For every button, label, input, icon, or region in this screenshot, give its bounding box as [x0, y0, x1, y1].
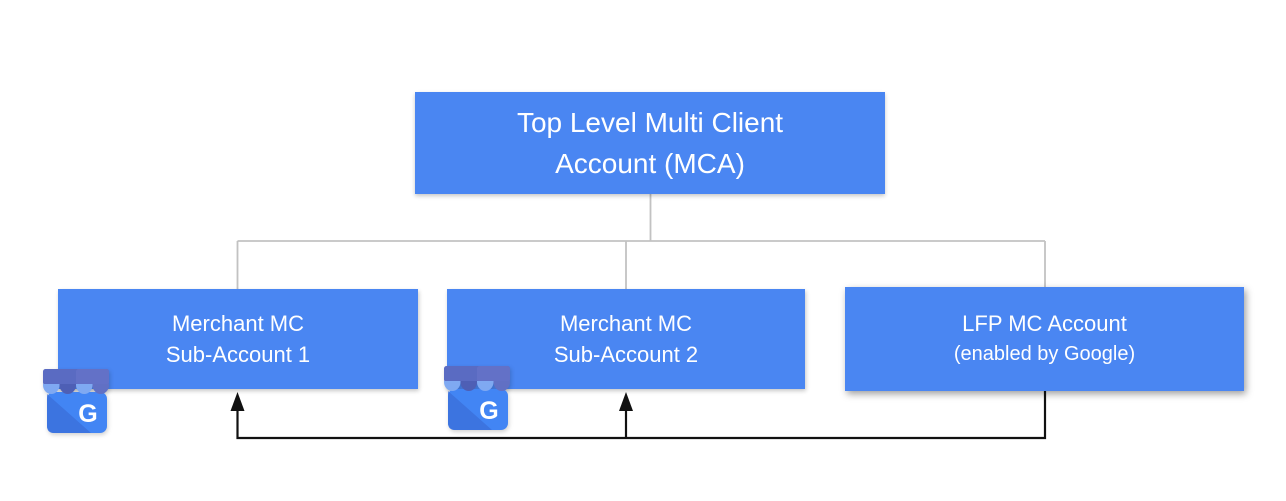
gmb-awning-band-right — [76, 369, 109, 385]
google-my-business-icon: G — [43, 369, 109, 433]
arrowheads — [230, 392, 633, 411]
node-merchant-sub-account-1: Merchant MC Sub-Account 1 — [58, 289, 418, 389]
gmb-g-letter: G — [78, 400, 97, 428]
gmb-g-letter: G — [479, 397, 498, 425]
gmb-scallop-2 — [460, 381, 477, 391]
arrowhead-up-sub1 — [230, 392, 245, 411]
gmb-scallop-4 — [92, 384, 109, 394]
node-label-line2: Sub-Account 1 — [165, 342, 311, 367]
node-label-line1: LFP MC Account — [962, 311, 1127, 336]
node-label-line2: (enabled by Google) — [953, 343, 1136, 365]
node-label-line1: Top Level Multi Client — [516, 107, 784, 138]
google-my-business-icon: G — [444, 366, 510, 430]
data-flow-arrows — [236, 391, 1047, 440]
node-label-line2: Sub-Account 2 — [553, 342, 699, 367]
tree-connector-lines — [236, 194, 1046, 289]
gmb-scallop-2 — [59, 384, 76, 394]
gmb-awning-band-right — [477, 366, 510, 382]
gmb-scallop-3 — [477, 381, 494, 391]
arrowhead-up-sub2 — [619, 392, 633, 411]
gmb-body-shade — [47, 394, 91, 433]
gmb-scallop-1 — [43, 384, 60, 394]
node-lfp-mc-account: LFP MC Account (enabled by Google) — [845, 287, 1244, 391]
gmb-scallop-1 — [444, 381, 461, 391]
node-label-line1: Merchant MC — [171, 311, 305, 336]
gmb-body-shade — [448, 391, 492, 430]
node-label-line1: Merchant MC — [559, 311, 693, 336]
gmb-scallop-3 — [76, 384, 93, 394]
node-label-line2: Account (MCA) — [555, 148, 745, 179]
node-top-level-mca: Top Level Multi Client Account (MCA) — [415, 92, 885, 194]
gmb-scallop-4 — [493, 381, 510, 391]
